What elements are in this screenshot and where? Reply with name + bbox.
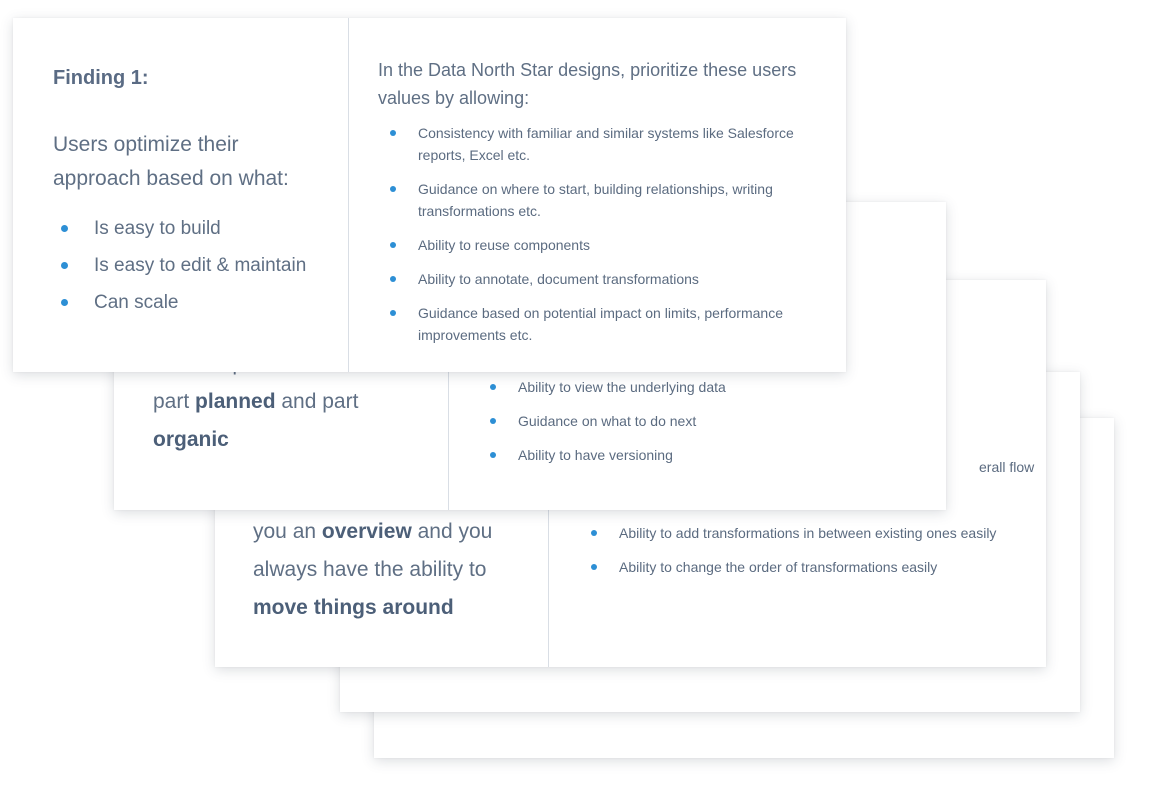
- list-item: Consistency with familiar and similar sy…: [388, 122, 828, 166]
- recommendation-bullets: Consistency with familiar and similar sy…: [388, 122, 828, 358]
- card3-line-3: move things around: [253, 596, 454, 619]
- list-item: Guidance on what to do next: [488, 410, 908, 432]
- card3-partial-text: erall flow: [979, 459, 1035, 475]
- list-item: Ability to change the order of transform…: [589, 556, 1009, 578]
- finding-statement: Users optimize their approach based on w…: [53, 128, 343, 196]
- list-item: Ability to have versioning: [488, 444, 908, 466]
- bullet-dot-icon: [390, 276, 396, 282]
- bullet-dot-icon: [390, 186, 396, 192]
- list-item: Ability to annotate, document transforma…: [388, 268, 828, 290]
- list-item: Guidance on where to start, building rel…: [388, 178, 828, 222]
- finding-card-1: Finding 1: Users optimize their approach…: [13, 18, 846, 372]
- card3-bullet-list: Ability to add transformations in betwee…: [589, 522, 1009, 590]
- bullet-dot-icon: [490, 418, 496, 424]
- finding-title: Finding 1:: [53, 67, 149, 89]
- bullet-dot-icon: [390, 130, 396, 136]
- recommendation-heading: In the Data North Star designs, prioriti…: [378, 60, 797, 108]
- bullet-dot-icon: [591, 530, 597, 536]
- list-item: Ability to reuse components: [388, 234, 828, 256]
- finding-left-bullets: Is easy to build Is easy to edit & maint…: [61, 210, 341, 321]
- card-divider: [348, 18, 349, 372]
- list-item: Is easy to build: [61, 210, 341, 247]
- card2-bullet-list: Ability to view the underlying data Guid…: [488, 376, 908, 478]
- bullet-dot-icon: [390, 242, 396, 248]
- card3-statement: you an overview and you always have the …: [253, 513, 538, 627]
- bullet-dot-icon: [591, 564, 597, 570]
- bullet-dot-icon: [61, 262, 68, 269]
- list-item: Guidance based on potential impact on li…: [388, 302, 828, 346]
- bullet-dot-icon: [490, 452, 496, 458]
- list-item: Ability to add transformations in betwee…: [589, 522, 1009, 544]
- card3-line-1: you an overview and you: [253, 520, 493, 543]
- card3-line-2: always have the ability to: [253, 558, 487, 581]
- finding-statement-line-1: Users optimize their: [53, 133, 239, 156]
- card2-line-2: organic: [153, 428, 229, 451]
- bullet-dot-icon: [61, 225, 68, 232]
- list-item: Can scale: [61, 284, 341, 321]
- list-item: Is easy to edit & maintain: [61, 247, 341, 284]
- list-item: Ability to view the underlying data: [488, 376, 908, 398]
- bullet-dot-icon: [390, 310, 396, 316]
- card2-line-1: part planned and part: [153, 390, 359, 413]
- bullet-dot-icon: [61, 299, 68, 306]
- bullet-dot-icon: [490, 384, 496, 390]
- finding-statement-line-2: approach based on what:: [53, 167, 289, 190]
